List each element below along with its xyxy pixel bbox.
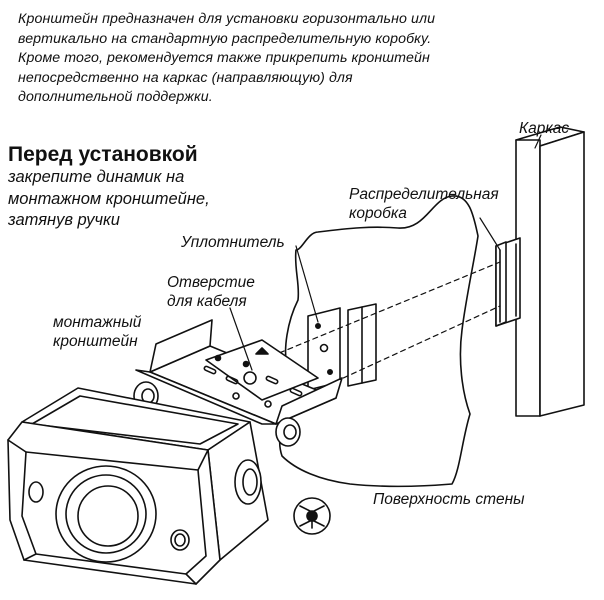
leader-lines [229,134,542,371]
intro-text: Кронштейн предназначен для установки гор… [18,10,538,108]
label-gasket: Уплотнитель [181,234,285,251]
label-junction-box: Распределительная коробка [349,185,499,223]
label-junction-box-line: коробка [349,205,407,222]
intro-line: непосредственно на каркас (направляющую)… [18,69,353,86]
label-frame: Каркас [519,120,570,137]
label-junction-box-line: Распределительная [349,186,499,203]
label-bracket: монтажный кронштейн [53,313,141,351]
before-install-heading: Перед установкой [8,143,198,166]
label-cable-hole-line: для кабеля [167,293,247,310]
label-bracket-line: монтажный [53,314,142,331]
label-cable-hole-line: Отверстие [167,274,255,291]
frame-stud [515,126,585,417]
intro-line: Кроме того, рекомендуется также прикрепи… [18,50,430,66]
junction-box [495,237,521,327]
mounting-bracket [135,319,343,425]
instruction-line: монтажном кронштейне, [8,189,210,208]
label-bracket-line: кронштейн [53,333,138,350]
wall-surface [278,195,479,488]
intro-line: Кронштейн предназначен для установки гор… [18,11,436,27]
gasket [307,307,341,391]
intro-line: дополнительной поддержки. [18,89,213,105]
instruction-line: затянув ручки [8,211,120,229]
intro-line: вертикально на стандартную распределител… [18,30,432,47]
label-wall-surface: Поверхность стены [373,491,525,508]
knob [293,497,331,535]
instruction-line: закрепите динамик на [8,168,185,186]
speaker [7,387,269,585]
label-cable-hole: Отверстие для кабеля [167,273,255,311]
before-install-instruction: закрепите динамик на монтажном кронштейн… [8,167,268,232]
